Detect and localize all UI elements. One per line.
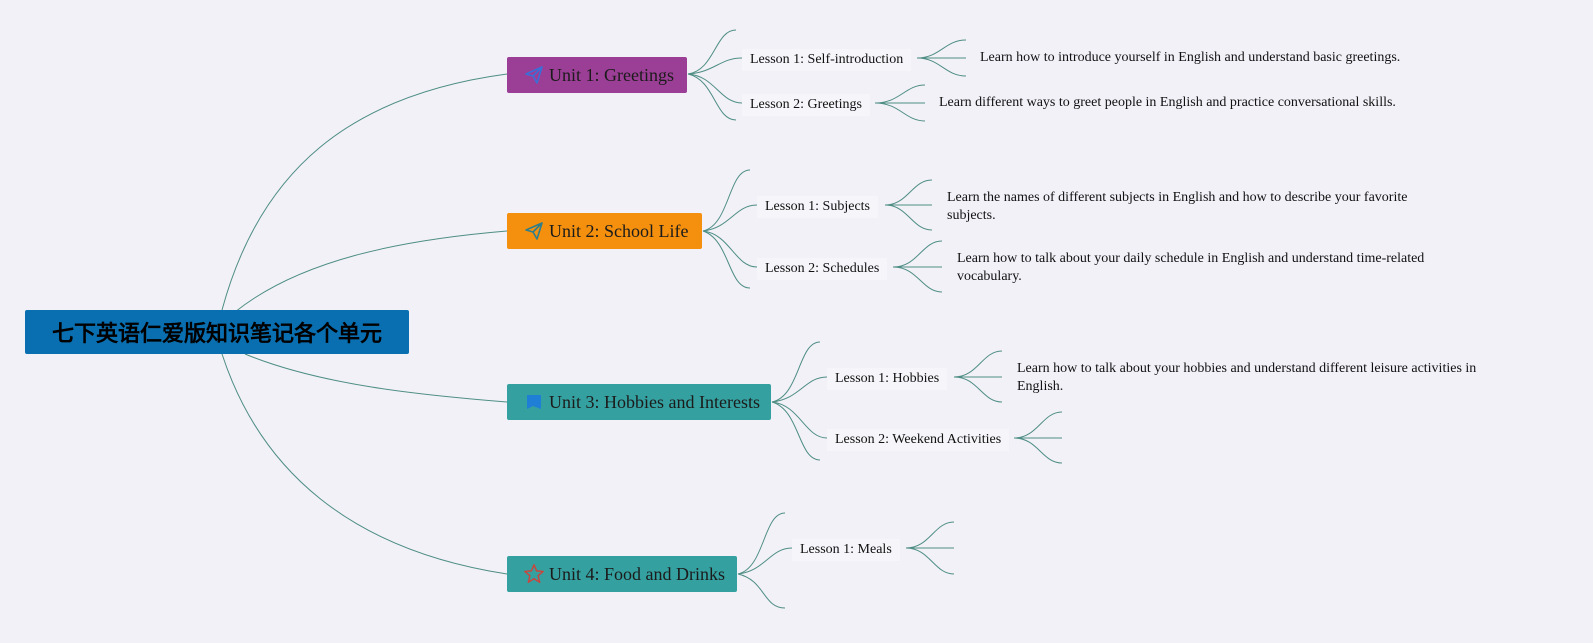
unit-3-lesson-2[interactable]: Lesson 2: Weekend Activities xyxy=(827,429,1010,451)
unit-3-node[interactable]: Unit 3: Hobbies and Interests xyxy=(507,384,771,420)
flag-icon xyxy=(523,391,545,413)
unit-4-node[interactable]: Unit 4: Food and Drinks xyxy=(507,556,737,592)
unit-3-lesson-1[interactable]: Lesson 1: Hobbies xyxy=(827,368,948,390)
unit-1-lesson-1[interactable]: Lesson 1: Self-introduction xyxy=(742,49,912,71)
unit-2-node[interactable]: Unit 2: School Life xyxy=(507,213,702,249)
unit-1-label: Unit 1: Greetings xyxy=(549,64,674,85)
unit-2-lesson-2[interactable]: Lesson 2: Schedules xyxy=(757,258,888,280)
root-topic[interactable]: 七下英语仁爱版知识笔记各个单元 xyxy=(25,310,409,354)
paper-plane-icon xyxy=(523,64,545,86)
unit-1-lesson-2[interactable]: Lesson 2: Greetings xyxy=(742,94,870,116)
paper-plane-icon xyxy=(523,220,545,242)
unit-2-lesson-1[interactable]: Lesson 1: Subjects xyxy=(757,196,878,218)
unit-1-lesson-2-desc: Learn different ways to greet people in … xyxy=(939,95,1396,110)
unit-2-lesson-1-desc: Learn the names of different subjects in… xyxy=(947,190,1408,223)
unit-1-node[interactable]: Unit 1: Greetings xyxy=(507,57,687,93)
unit-3-lesson-1-desc: Learn how to talk about your hobbies and… xyxy=(1017,361,1477,394)
unit-4-label: Unit 4: Food and Drinks xyxy=(549,563,726,584)
unit-2-label: Unit 2: School Life xyxy=(549,220,689,241)
unit-3-label: Unit 3: Hobbies and Interests xyxy=(549,391,760,412)
unit-2-lesson-2-desc: Learn how to talk about your daily sched… xyxy=(957,251,1425,284)
unit-1-lesson-1-desc: Learn how to introduce yourself in Engli… xyxy=(980,50,1401,65)
star-icon xyxy=(523,563,545,585)
root-title: 七下英语仁爱版知识笔记各个单元 xyxy=(51,322,382,347)
unit-4-lesson-1[interactable]: Lesson 1: Meals xyxy=(792,539,900,561)
